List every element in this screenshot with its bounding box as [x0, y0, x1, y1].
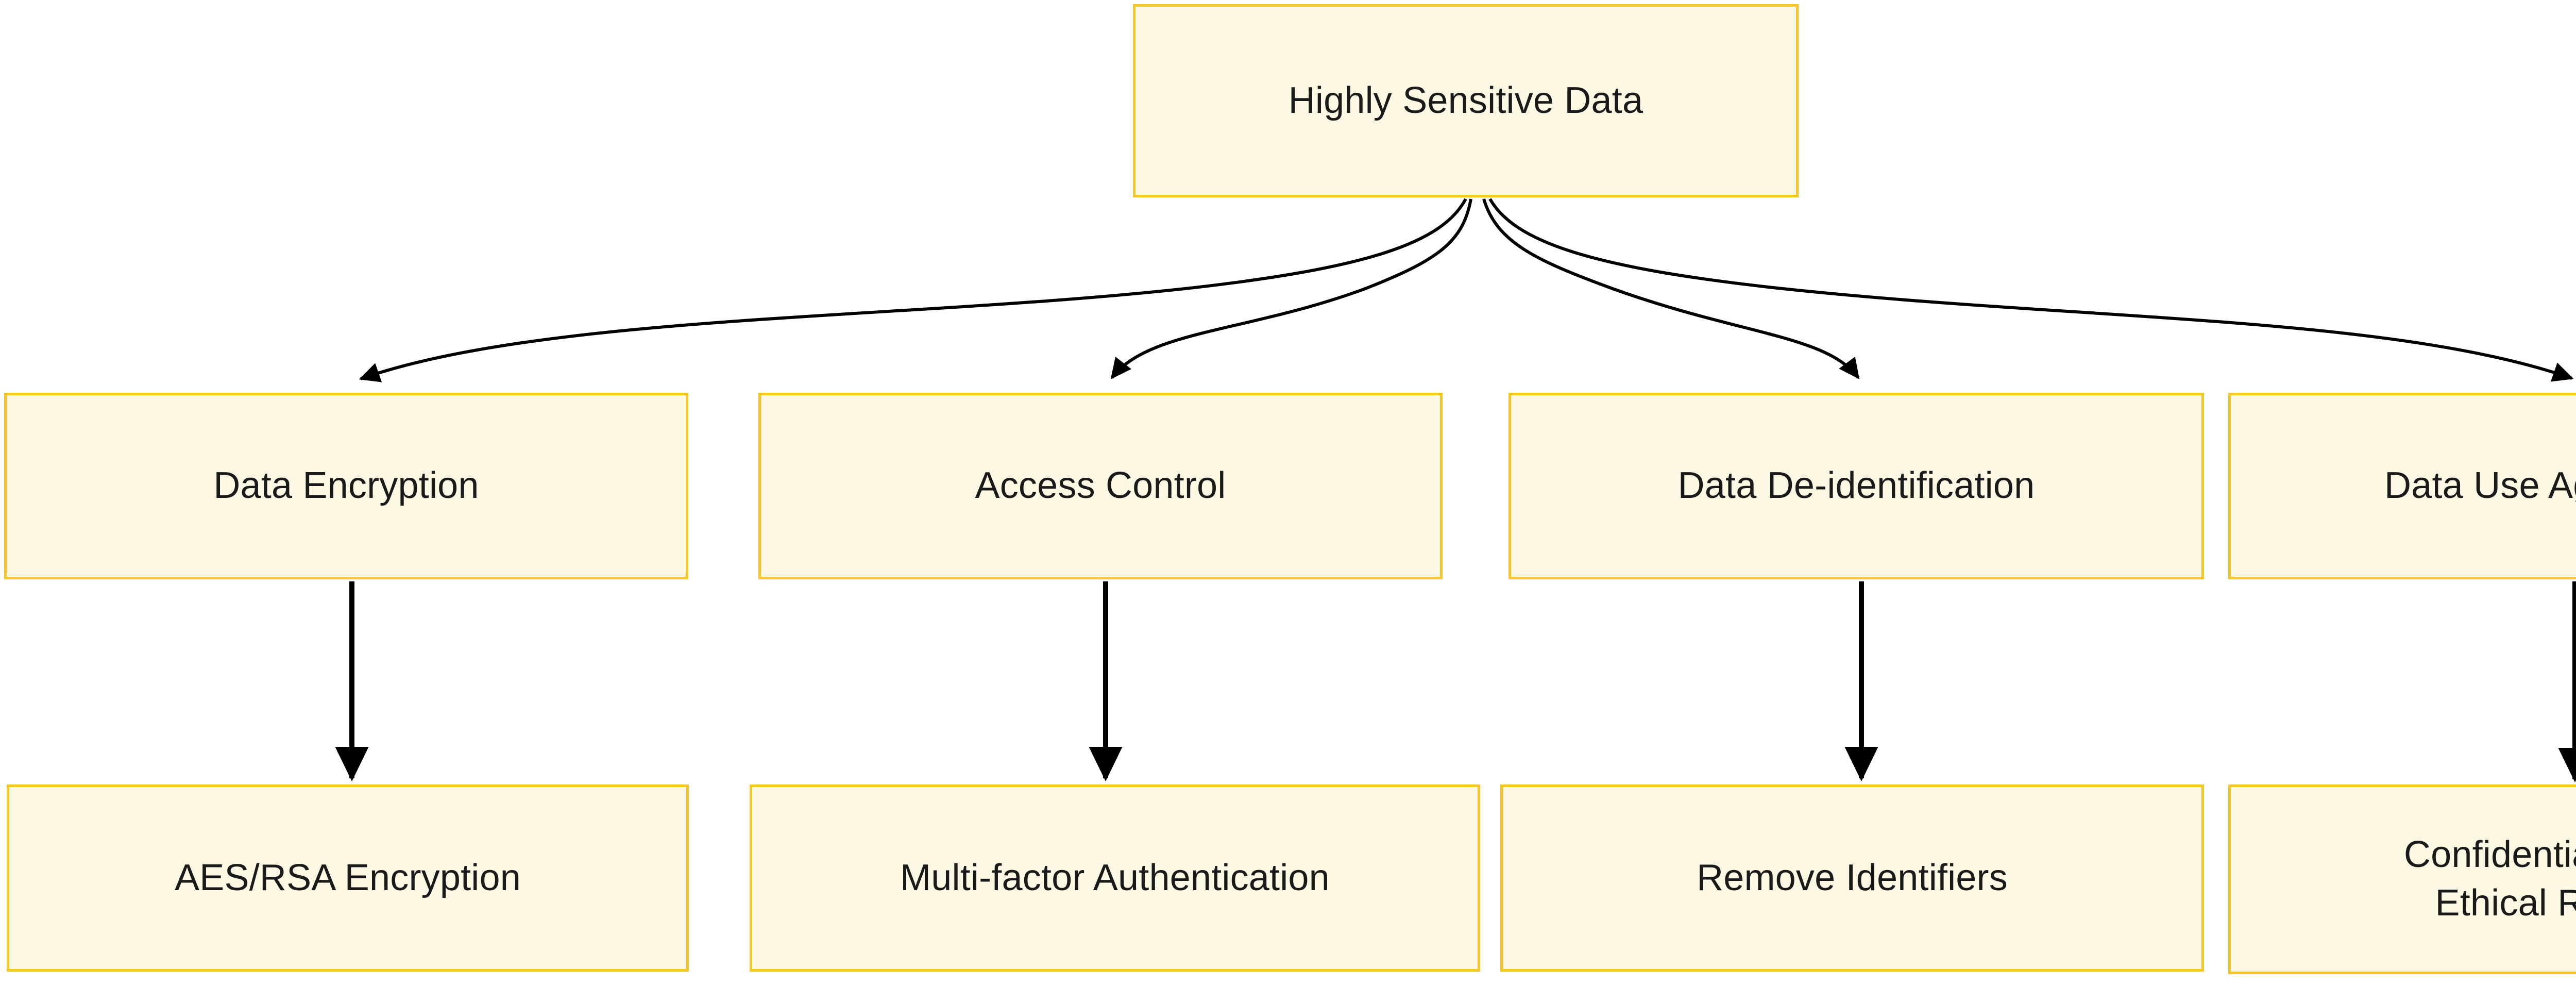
edge-root-to-data-de-identification	[1482, 198, 1860, 379]
node-multi-factor-authentication[interactable]: Multi-factor Authentication	[750, 784, 1480, 972]
node-access-control[interactable]: Access Control	[758, 393, 1443, 579]
edge-root-to-data-use-agreement	[1488, 198, 2574, 382]
node-label: Data Encryption	[213, 465, 479, 507]
node-highly-sensitive-data[interactable]: Highly Sensitive Data	[1133, 4, 1799, 197]
node-label: Remove Identifiers	[1697, 857, 2008, 898]
node-confidentiality-and-ethical-review[interactable]: Confidentiality and Ethical Review	[2228, 784, 2576, 974]
node-label: Data Use Agreement	[2384, 465, 2576, 507]
node-aes-rsa-encryption[interactable]: AES/RSA Encryption	[7, 784, 689, 972]
node-label: Multi-factor Authentication	[900, 857, 1330, 898]
node-label: Access Control	[975, 465, 1226, 507]
node-label: Data De-identification	[1677, 465, 2035, 507]
node-data-use-agreement[interactable]: Data Use Agreement	[2228, 393, 2576, 579]
edge-root-to-access-control	[1110, 198, 1472, 379]
node-label: AES/RSA Encryption	[175, 857, 521, 898]
node-remove-identifiers[interactable]: Remove Identifiers	[1500, 784, 2204, 972]
node-label: Highly Sensitive Data	[1288, 79, 1643, 121]
node-label: Confidentiality and Ethical Review	[2403, 834, 2576, 924]
node-data-encryption[interactable]: Data Encryption	[4, 393, 688, 579]
node-data-de-identification[interactable]: Data De-identification	[1509, 393, 2204, 579]
edge-root-to-data-encryption	[359, 198, 1467, 382]
